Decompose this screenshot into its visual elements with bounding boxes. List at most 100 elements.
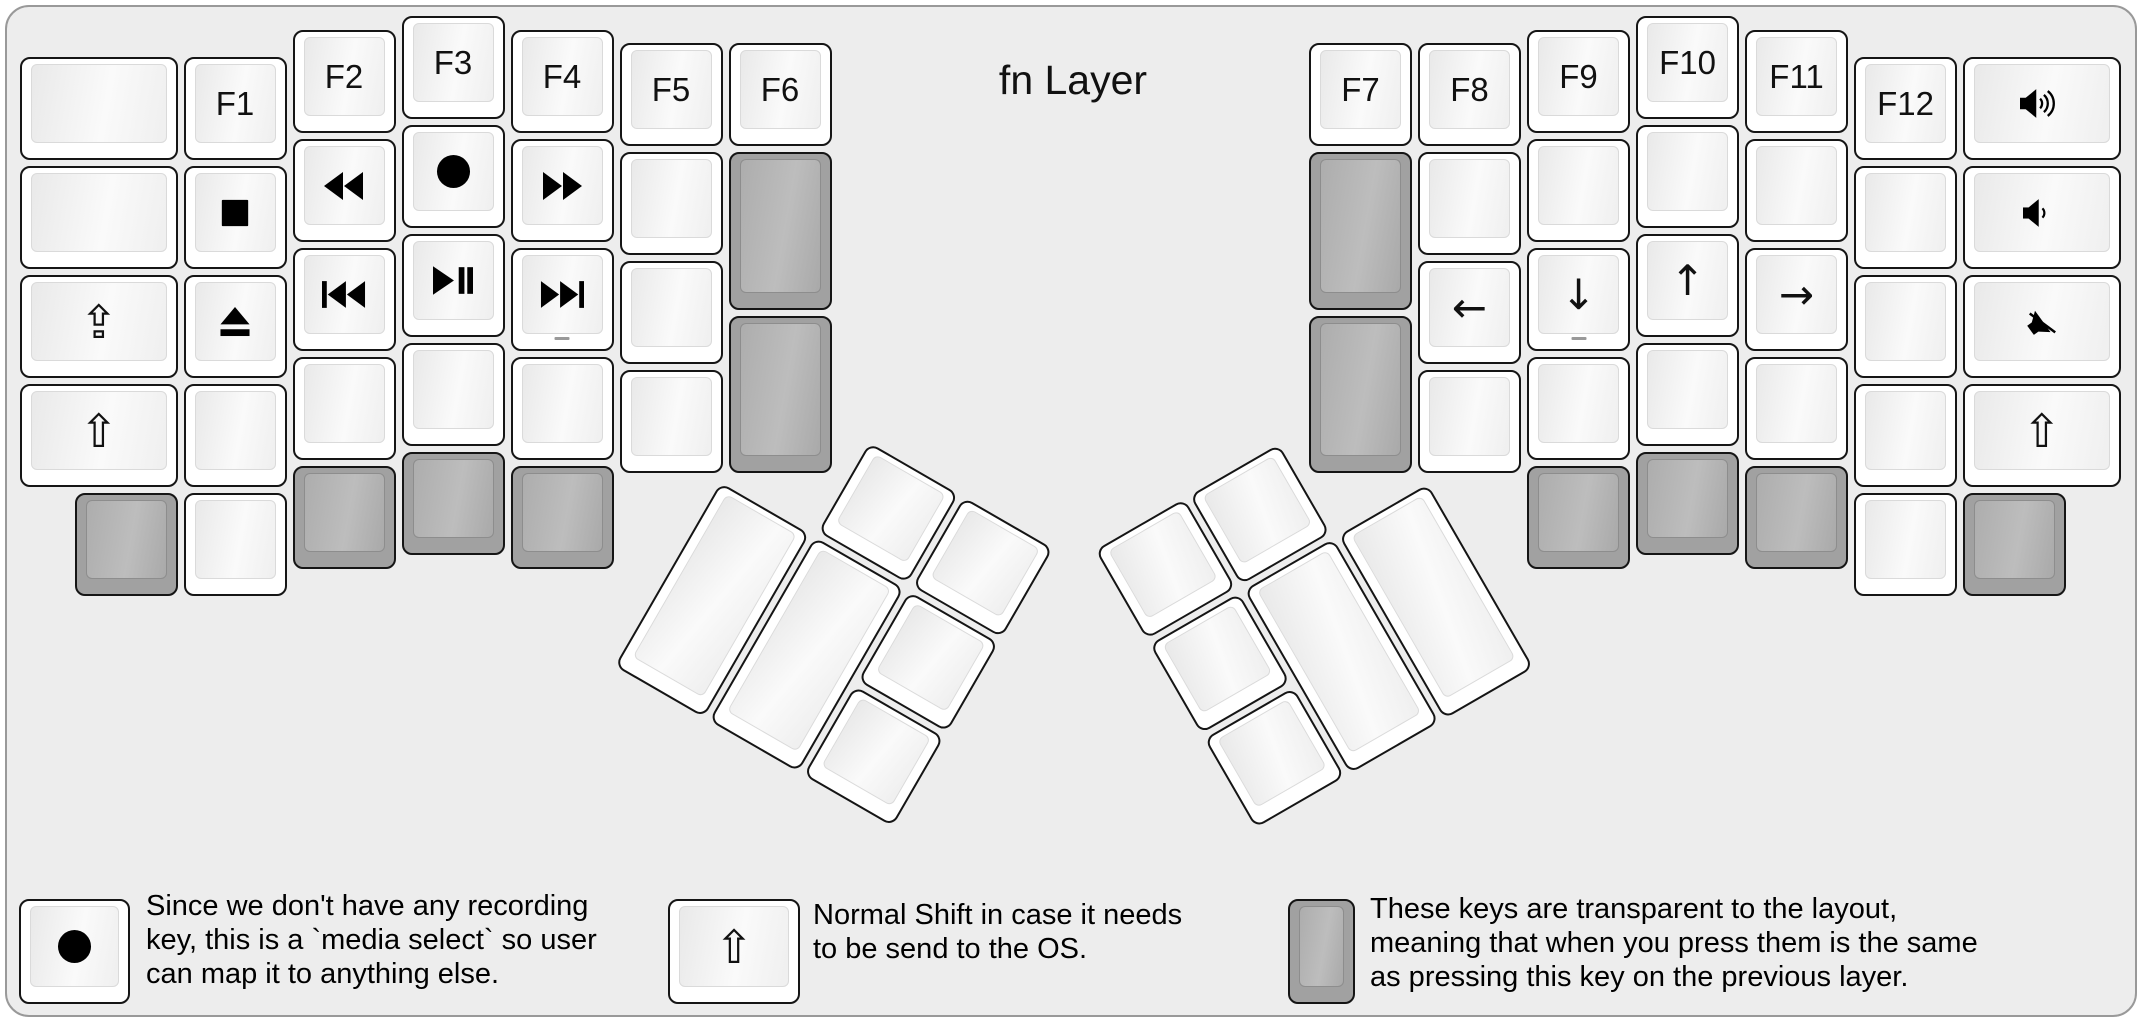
key-volume-down[interactable] xyxy=(1963,166,2121,269)
keycap-top: F5 xyxy=(630,50,712,129)
keycap-top xyxy=(303,146,385,225)
key-f7[interactable]: F7 xyxy=(1309,43,1412,146)
key-volume-up[interactable] xyxy=(1963,57,2121,160)
key-blank-f5col-r3[interactable] xyxy=(619,370,723,473)
key-f5[interactable]: F5 xyxy=(619,43,723,146)
key-f3[interactable]: F3 xyxy=(401,16,505,119)
key-transparent-bottom-left-1[interactable] xyxy=(74,493,178,596)
key-transparent-bottom-right-2[interactable] xyxy=(1636,452,1739,555)
key-f12[interactable]: F12 xyxy=(1854,57,1957,160)
key-blank-f12col-r3[interactable] xyxy=(1854,384,1957,487)
legend-line: Normal Shift in case it needs xyxy=(813,899,1183,931)
key-play-pause[interactable] xyxy=(401,234,505,337)
keycap-top xyxy=(1974,64,2110,143)
key-shift-right[interactable]: ⇧ xyxy=(1963,384,2121,487)
keycap-top xyxy=(194,391,276,470)
keycap-top xyxy=(1974,173,2110,252)
key-label: ⇧ xyxy=(714,919,754,974)
key-transparent-bottom-left-4[interactable] xyxy=(510,466,614,569)
key-f1[interactable]: F1 xyxy=(183,57,287,160)
key-blank-f10col-r1[interactable] xyxy=(1636,125,1739,228)
key-legend-key-shift[interactable]: ⇧ xyxy=(668,899,800,1004)
key-blank-f4col-r3[interactable] xyxy=(510,357,614,460)
key-blank-f9col-r1[interactable] xyxy=(1527,139,1630,242)
key-transparent-left-inner-1[interactable] xyxy=(728,152,832,310)
key-record[interactable] xyxy=(401,125,505,228)
keycap-top: F1 xyxy=(194,64,276,143)
keycap-top: ⇪ xyxy=(31,282,167,361)
key-blank-bottom-left[interactable] xyxy=(183,493,287,596)
keycap-top xyxy=(521,255,603,334)
keycap-top: F2 xyxy=(303,37,385,116)
key-blank-f1col-r3[interactable] xyxy=(183,384,287,487)
keycap-top: ⇧ xyxy=(1974,391,2110,470)
key-transparent-bottom-right-3[interactable] xyxy=(1745,466,1848,569)
key-transparent-bottom-right-1[interactable] xyxy=(1527,466,1630,569)
keycap-top: F3 xyxy=(412,23,494,102)
key-arrow-down[interactable]: ↓ xyxy=(1527,248,1630,351)
keycap-top: ⇧ xyxy=(679,906,789,987)
key-fast-forward[interactable] xyxy=(510,139,614,242)
key-blank-f9col-r3[interactable] xyxy=(1527,357,1630,460)
key-arrow-up[interactable]: ↑ xyxy=(1636,234,1739,337)
key-blank-f10col-r3[interactable] xyxy=(1636,343,1739,446)
key-transparent-right-inner-1[interactable] xyxy=(1309,152,1412,310)
keycap-top xyxy=(412,350,494,429)
key-blank-left-outer-r0[interactable] xyxy=(20,57,178,160)
key-legend-key-record[interactable] xyxy=(19,899,130,1004)
key-blank-f11col-r3[interactable] xyxy=(1745,357,1848,460)
key-label: ⇧ xyxy=(79,403,119,458)
key-f2[interactable]: F2 xyxy=(292,30,396,133)
keycap-top xyxy=(521,146,603,225)
key-transparent-right-inner-2[interactable] xyxy=(1309,315,1412,474)
key-blank-left-outer-r1[interactable] xyxy=(20,166,178,269)
key-label: F4 xyxy=(542,57,582,95)
key-mute[interactable] xyxy=(1963,275,2121,378)
key-rewind[interactable] xyxy=(292,139,396,242)
key-stop[interactable] xyxy=(183,166,287,269)
key-eject[interactable] xyxy=(183,275,287,378)
key-blank-f12col-r2[interactable] xyxy=(1854,275,1957,378)
record-icon xyxy=(57,929,92,964)
key-label: F12 xyxy=(1877,84,1934,122)
key-blank-f5col-r1[interactable] xyxy=(619,152,723,255)
key-blank-bottom-right[interactable] xyxy=(1854,493,1957,596)
legend-line: key, this is a `media select` so user xyxy=(146,924,597,956)
legend-line: meaning that when you press them is the … xyxy=(1370,927,1978,959)
keycap-top: F7 xyxy=(1320,50,1401,129)
key-f11[interactable]: F11 xyxy=(1745,30,1848,133)
key-prev-track[interactable] xyxy=(292,248,396,351)
keycap-top xyxy=(194,282,276,361)
key-caps-lock[interactable]: ⇪ xyxy=(20,275,178,378)
keycap-top xyxy=(194,173,276,252)
keycap-top xyxy=(194,500,276,579)
key-blank-f11col-r1[interactable] xyxy=(1745,139,1848,242)
key-label: F9 xyxy=(1559,57,1598,95)
keycap-top xyxy=(739,159,821,293)
key-transparent-bottom-right-4[interactable] xyxy=(1963,493,2066,596)
key-transparent-bottom-left-2[interactable] xyxy=(292,466,396,569)
key-label: ← xyxy=(1451,283,1488,332)
keycap-top xyxy=(1320,159,1401,293)
key-blank-f5col-r2[interactable] xyxy=(619,261,723,364)
key-next-track[interactable] xyxy=(510,248,614,351)
key-f4[interactable]: F4 xyxy=(510,30,614,133)
key-legend-key-transparent[interactable] xyxy=(1288,899,1355,1004)
key-label: F1 xyxy=(215,84,255,122)
keycap-top: ← xyxy=(1429,268,1510,347)
key-f8[interactable]: F8 xyxy=(1418,43,1521,146)
key-arrow-right[interactable]: → xyxy=(1745,248,1848,351)
key-arrow-left[interactable]: ← xyxy=(1418,261,1521,364)
key-blank-f12col-r1[interactable] xyxy=(1854,166,1957,269)
key-blank-f8col-r1[interactable] xyxy=(1418,152,1521,255)
key-transparent-left-inner-2[interactable] xyxy=(728,315,832,474)
key-blank-f8col-r3[interactable] xyxy=(1418,370,1521,473)
key-blank-f3col-r3[interactable] xyxy=(401,343,505,446)
key-transparent-bottom-left-3[interactable] xyxy=(401,452,505,555)
keycap-top xyxy=(1647,132,1728,211)
key-f6[interactable]: F6 xyxy=(728,43,832,146)
key-blank-f2col-r3[interactable] xyxy=(292,357,396,460)
key-shift-left[interactable]: ⇧ xyxy=(20,384,178,487)
key-f9[interactable]: F9 xyxy=(1527,30,1630,133)
key-f10[interactable]: F10 xyxy=(1636,16,1739,119)
